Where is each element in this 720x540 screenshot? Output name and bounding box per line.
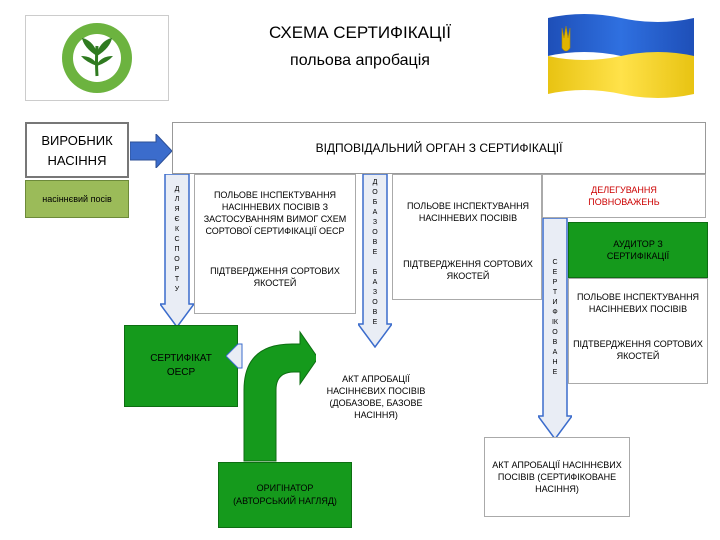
authority-title: ВІДПОВІДАЛЬНИЙ ОРГАН З СЕРТИФІКАЦІЇ (172, 122, 706, 174)
col2-vertical-letter: А (372, 209, 378, 216)
col3-vertical-letter: Е (552, 269, 558, 276)
col1-inspection: ПОЛЬОВЕ ІНСПЕКТУВАННЯ НАСІННЕВИХ ПОСІВІВ… (203, 190, 347, 236)
col3-vertical-label: С Е Р Т И Ф ІК О В А Н Е (548, 258, 562, 378)
col2-vertical-letter: Б (372, 199, 378, 206)
col1-vertical-letter: Р (174, 266, 180, 273)
col2-inspection: ПОЛЬОВЕ ІНСПЕКТУВАННЯ НАСІННЕВИХ ПОСІВІВ (406, 201, 530, 223)
col3-vertical-letter: В (552, 339, 558, 346)
col3-vertical-letter: А (552, 349, 558, 356)
col1-vertical-letter: К (174, 226, 180, 233)
page-subtitle: польова апробація (290, 52, 430, 69)
col2-confirmation: ПІДТВЕРДЖЕННЯ СОРТОВИХ ЯКОСТЕЙ (403, 259, 533, 281)
col1-vertical-letter: Д (174, 186, 180, 193)
col3-vertical-letter: Р (552, 279, 558, 286)
col2-vertical-letter: О (372, 229, 378, 236)
originator-arrow (226, 330, 318, 462)
col3-down-arrow (538, 218, 572, 440)
col3-vertical-letter: Е (552, 369, 558, 376)
auditor-box: АУДИТОР З СЕРТИФІКАЦІЇ (568, 222, 708, 278)
ukraine-flag-icon (548, 14, 694, 98)
col3-vertical-letter: С (552, 259, 558, 266)
col3-vertical-letter: Ф (552, 309, 558, 316)
producer-subtitle: насіннєвий посів (25, 180, 129, 218)
col3-confirmation: ПІДТВЕРДЖЕННЯ СОРТОВИХ ЯКОСТЕЙ (573, 339, 703, 361)
col1-vertical-letter: Л (174, 196, 180, 203)
col2-vertical-label-1: Д О Б А З О В Е (368, 178, 382, 258)
certificate-box: СЕРТИФІКАТ ОЕСР (124, 325, 238, 407)
col3-inspection: ПОЛЬОВЕ ІНСПЕКТУВАННЯ НАСІННЕВИХ ПОСІВІВ (576, 292, 700, 314)
col2-vertical-letter: З (372, 289, 378, 296)
page-title: СХЕМА СЕРТИФІКАЦІЇ (269, 23, 451, 42)
col1-vertical-letter: У (174, 286, 180, 293)
col2-vertical-letter: О (372, 299, 378, 306)
col1-vertical-label: Д Л Я Є К С П О Р Т У (170, 185, 184, 295)
col2-down-arrow (358, 174, 392, 348)
producer-arrow (130, 134, 173, 168)
sprout-logo-icon (26, 16, 168, 100)
col2-vertical-letter: Д (372, 179, 378, 186)
col1-vertical-letter: П (174, 246, 180, 253)
logo (25, 15, 169, 101)
producer-title: ВИРОБНИК НАСІННЯ (41, 133, 113, 168)
col1-confirmation: ПІДТВЕРДЖЕННЯ СОРТОВИХ ЯКОСТЕЙ (210, 266, 340, 288)
col1-vertical-letter: С (174, 236, 180, 243)
col3-vertical-letter: Т (552, 289, 558, 296)
col1-vertical-letter: Є (174, 216, 180, 223)
col2-vertical-letter: В (372, 239, 378, 246)
col1-vertical-letter: Я (174, 206, 180, 213)
col1-vertical-letter: О (174, 256, 180, 263)
col3-delegation: ДЕЛЕГУВАННЯ ПОВНОВАЖЕНЬ (542, 174, 706, 218)
col3-vertical-letter: Н (552, 359, 558, 366)
col1-box: ПОЛЬОВЕ ІНСПЕКТУВАННЯ НАСІННЕВИХ ПОСІВІВ… (194, 174, 356, 314)
col2-vertical-letter: З (372, 219, 378, 226)
col1-vertical-letter: Т (174, 276, 180, 283)
col2-vertical-letter: Е (372, 319, 378, 326)
col3-act: АКТ АПРОБАЦІЇ НАСІННЄВИХ ПОСІВІВ (СЕРТИФ… (484, 437, 630, 517)
col2-act: АКТ АПРОБАЦІЇ НАСІННЄВИХ ПОСІВІВ (ДОБАЗО… (316, 350, 436, 444)
producer-box: ВИРОБНИК НАСІННЯ (25, 122, 129, 178)
col2-vertical-letter: Б (372, 269, 378, 276)
col3-vertical-letter: О (552, 329, 558, 336)
ukraine-flag (548, 14, 694, 98)
col2-vertical-letter: А (372, 279, 378, 286)
col3-box: ПОЛЬОВЕ ІНСПЕКТУВАННЯ НАСІННЕВИХ ПОСІВІВ… (568, 278, 708, 384)
col2-vertical-letter: О (372, 189, 378, 196)
col1-down-arrow (160, 174, 194, 328)
col2-box: ПОЛЬОВЕ ІНСПЕКТУВАННЯ НАСІННЕВИХ ПОСІВІВ… (392, 174, 542, 300)
col3-vertical-letter: И (552, 299, 558, 306)
col2-vertical-label-2: Б А З О В Е (368, 268, 382, 328)
col2-vertical-letter: Е (372, 249, 378, 256)
col2-vertical-letter: В (372, 309, 378, 316)
originator-box: ОРИГІНАТОР (АВТОРСЬКИЙ НАГЛЯД) (218, 462, 352, 528)
col3-vertical-letter: ІК (551, 319, 559, 326)
